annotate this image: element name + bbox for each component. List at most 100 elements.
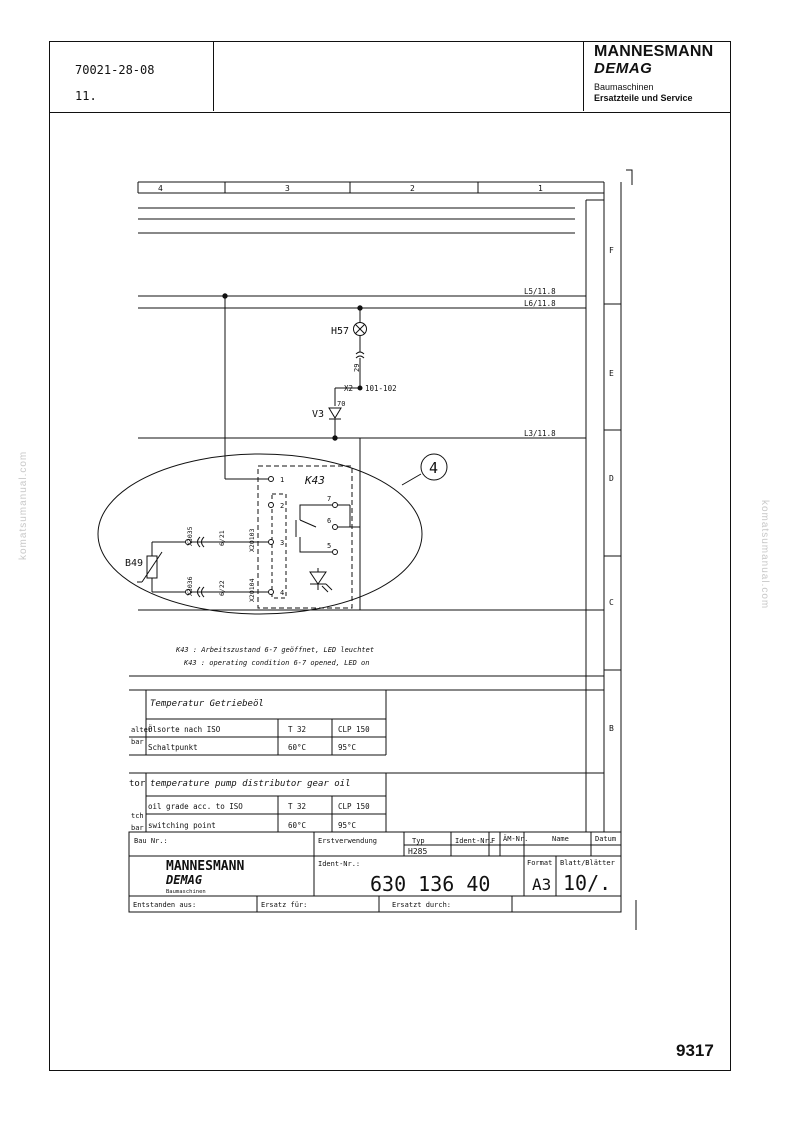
- table-de-row1-v1: T 32: [288, 725, 306, 734]
- table-de-row2-v2: 95°C: [338, 743, 356, 752]
- header-doc-cell: 70021-28-08 11.: [49, 41, 214, 111]
- terminal-6-21: 6/21: [218, 530, 226, 546]
- brand-logo: DEMAG: [594, 60, 653, 77]
- table-de-row2-v1: 60°C: [288, 743, 306, 752]
- terminal-x2o103: X2O103: [248, 528, 256, 552]
- sensor-b49: B49 X3035 X3036 6/21 6/22 X2O103 X2O104: [125, 526, 268, 602]
- tb-ident-nr-label: Ident-Nr.:: [318, 860, 360, 868]
- column-ruler: 4 3 2 1: [137, 181, 604, 194]
- row-label-c: C: [609, 598, 614, 607]
- lamp-label: H57: [331, 326, 349, 337]
- tb-format: A3: [532, 875, 551, 894]
- column-label-4: 4: [158, 184, 163, 193]
- tb-ident-label: Ident-Nr.: [455, 837, 493, 845]
- row-label-b: B: [609, 724, 614, 733]
- relay-pin-4: 4: [280, 589, 284, 597]
- diode-v3-icon: [328, 407, 342, 419]
- line-label-l6: L6/11.8: [524, 299, 556, 308]
- relay-pin-3: 3: [280, 539, 284, 547]
- relay-pin-7: 7: [327, 495, 331, 503]
- tb-division: Baumaschinen: [166, 889, 206, 895]
- table-en-side-2: tch: [131, 812, 144, 820]
- table-de-side-2: bar: [131, 738, 144, 746]
- terminal-x2o104: X2O104: [248, 578, 256, 602]
- table-de-side-1: alter: [131, 726, 152, 734]
- table-en-row2-label: switching point: [148, 821, 216, 830]
- lamp-h57-icon: [353, 322, 367, 336]
- tb-typ-label: Typ: [412, 837, 425, 845]
- column-label-3: 3: [285, 184, 290, 193]
- relay-k43: 4 K43 1 2 3 4 7 6 5: [97, 296, 448, 615]
- bus-lines: L5/11.8 L6/11.8 L3/11.8: [138, 207, 604, 611]
- tb-brand: DEMAG: [165, 873, 202, 887]
- callout-number: 4: [429, 459, 438, 477]
- parameter-tables: Temperatur Getriebeöl alter bar Ölsorte …: [129, 675, 604, 833]
- department-name: Ersatzteile und Service: [594, 93, 693, 103]
- tb-erstverwendung: Erstverwendung: [318, 837, 377, 845]
- tb-datum: Datum: [595, 835, 616, 843]
- page-frame: [49, 41, 731, 1071]
- relay-pin-1: 1: [280, 476, 284, 484]
- table-en-side-1: tor: [129, 779, 146, 789]
- tb-blatt-label: Blatt/Blätter: [560, 859, 615, 867]
- header-blank-cell: [213, 41, 584, 111]
- table-en-title: temperature pump distributor gear oil: [150, 779, 350, 789]
- terminal-70: 70: [337, 400, 345, 408]
- tb-am-nr: ÄM-Nr.: [503, 834, 528, 843]
- column-label-1: 1: [538, 184, 543, 193]
- doc-sheet: 11.: [75, 89, 97, 103]
- column-label-2: 2: [410, 184, 415, 193]
- relay-notes: K43 : Arbeitszustand 6-7 geöffnet, LED l…: [175, 646, 374, 667]
- doc-number: 70021-28-08: [75, 63, 155, 77]
- callout-bubble: [420, 453, 448, 481]
- tb-entstanden: Entstanden aus:: [133, 901, 196, 909]
- sensor-label: B49: [125, 558, 143, 569]
- relay-pin-2: 2: [280, 502, 284, 510]
- relay-pin-6: 6: [327, 517, 331, 525]
- terminal-101-102: 101-102: [365, 384, 397, 393]
- table-en-row1-v1: T 32: [288, 802, 306, 811]
- line-label-l3: L3/11.8: [524, 429, 556, 438]
- table-en-row2-v2: 95°C: [338, 821, 356, 830]
- terminal-29: 29: [353, 364, 361, 372]
- relay-label: K43: [304, 474, 325, 487]
- row-label-d: D: [609, 474, 614, 483]
- note-de: K43 : Arbeitszustand 6-7 geöffnet, LED l…: [175, 646, 374, 654]
- tb-ersatzt-durch: Ersatzt durch:: [392, 901, 451, 909]
- page-header: 70021-28-08 11. MANNESMANN DEMAG Baumasc…: [49, 41, 731, 113]
- row-label-e: E: [609, 369, 614, 378]
- tb-name: Name: [552, 835, 569, 843]
- table-en-row1-v2: CLP 150: [338, 802, 370, 811]
- tb-f-label: F: [491, 837, 495, 845]
- title-block: Bau Nr.: Erstverwendung Typ H285 Ident-N…: [128, 831, 637, 930]
- relay-box: [257, 465, 353, 609]
- tb-blatt: 10/.: [563, 871, 611, 895]
- note-en: K43 : operating condition 6-7 opened, LE…: [183, 659, 369, 667]
- table-de-row1-label: Ölsorte nach ISO: [148, 725, 221, 734]
- tb-ersatz-fuer: Ersatz für:: [261, 901, 307, 909]
- row-label-f: F: [609, 246, 614, 255]
- table-en-row2-v1: 60°C: [288, 821, 306, 830]
- terminal-6-22: 6/22: [218, 580, 226, 596]
- tb-ident-nr: 630 136 40: [370, 872, 490, 896]
- tb-format-label: Format: [527, 859, 552, 867]
- relay-led-icon: [309, 571, 327, 585]
- row-ruler: F E D C B: [585, 169, 633, 832]
- table-de-title: Temperatur Getriebeöl: [150, 699, 264, 709]
- terminal-x3035: X3035: [186, 526, 194, 546]
- tb-typ: H285: [408, 847, 427, 856]
- table-en-row1-label: oil grade acc. to ISO: [148, 802, 243, 811]
- terminal-x3036: X3036: [186, 576, 194, 596]
- line-label-l5: L5/11.8: [524, 287, 556, 296]
- tb-bau-nr: Bau Nr.:: [134, 837, 168, 845]
- lamp-branch: H57 29 X2 101-102 70 V3: [222, 293, 397, 441]
- diode-label: V3: [312, 409, 324, 420]
- footer-code: 9317: [676, 1041, 714, 1060]
- company-name: MANNESMANN: [594, 43, 714, 60]
- callout-ellipse: [97, 453, 423, 615]
- table-de-row1-v2: CLP 150: [338, 725, 370, 734]
- table-de-row2-label: Schaltpunkt: [148, 743, 198, 752]
- table-en-side-3: bar: [131, 824, 144, 832]
- division-name: Baumaschinen: [594, 82, 654, 92]
